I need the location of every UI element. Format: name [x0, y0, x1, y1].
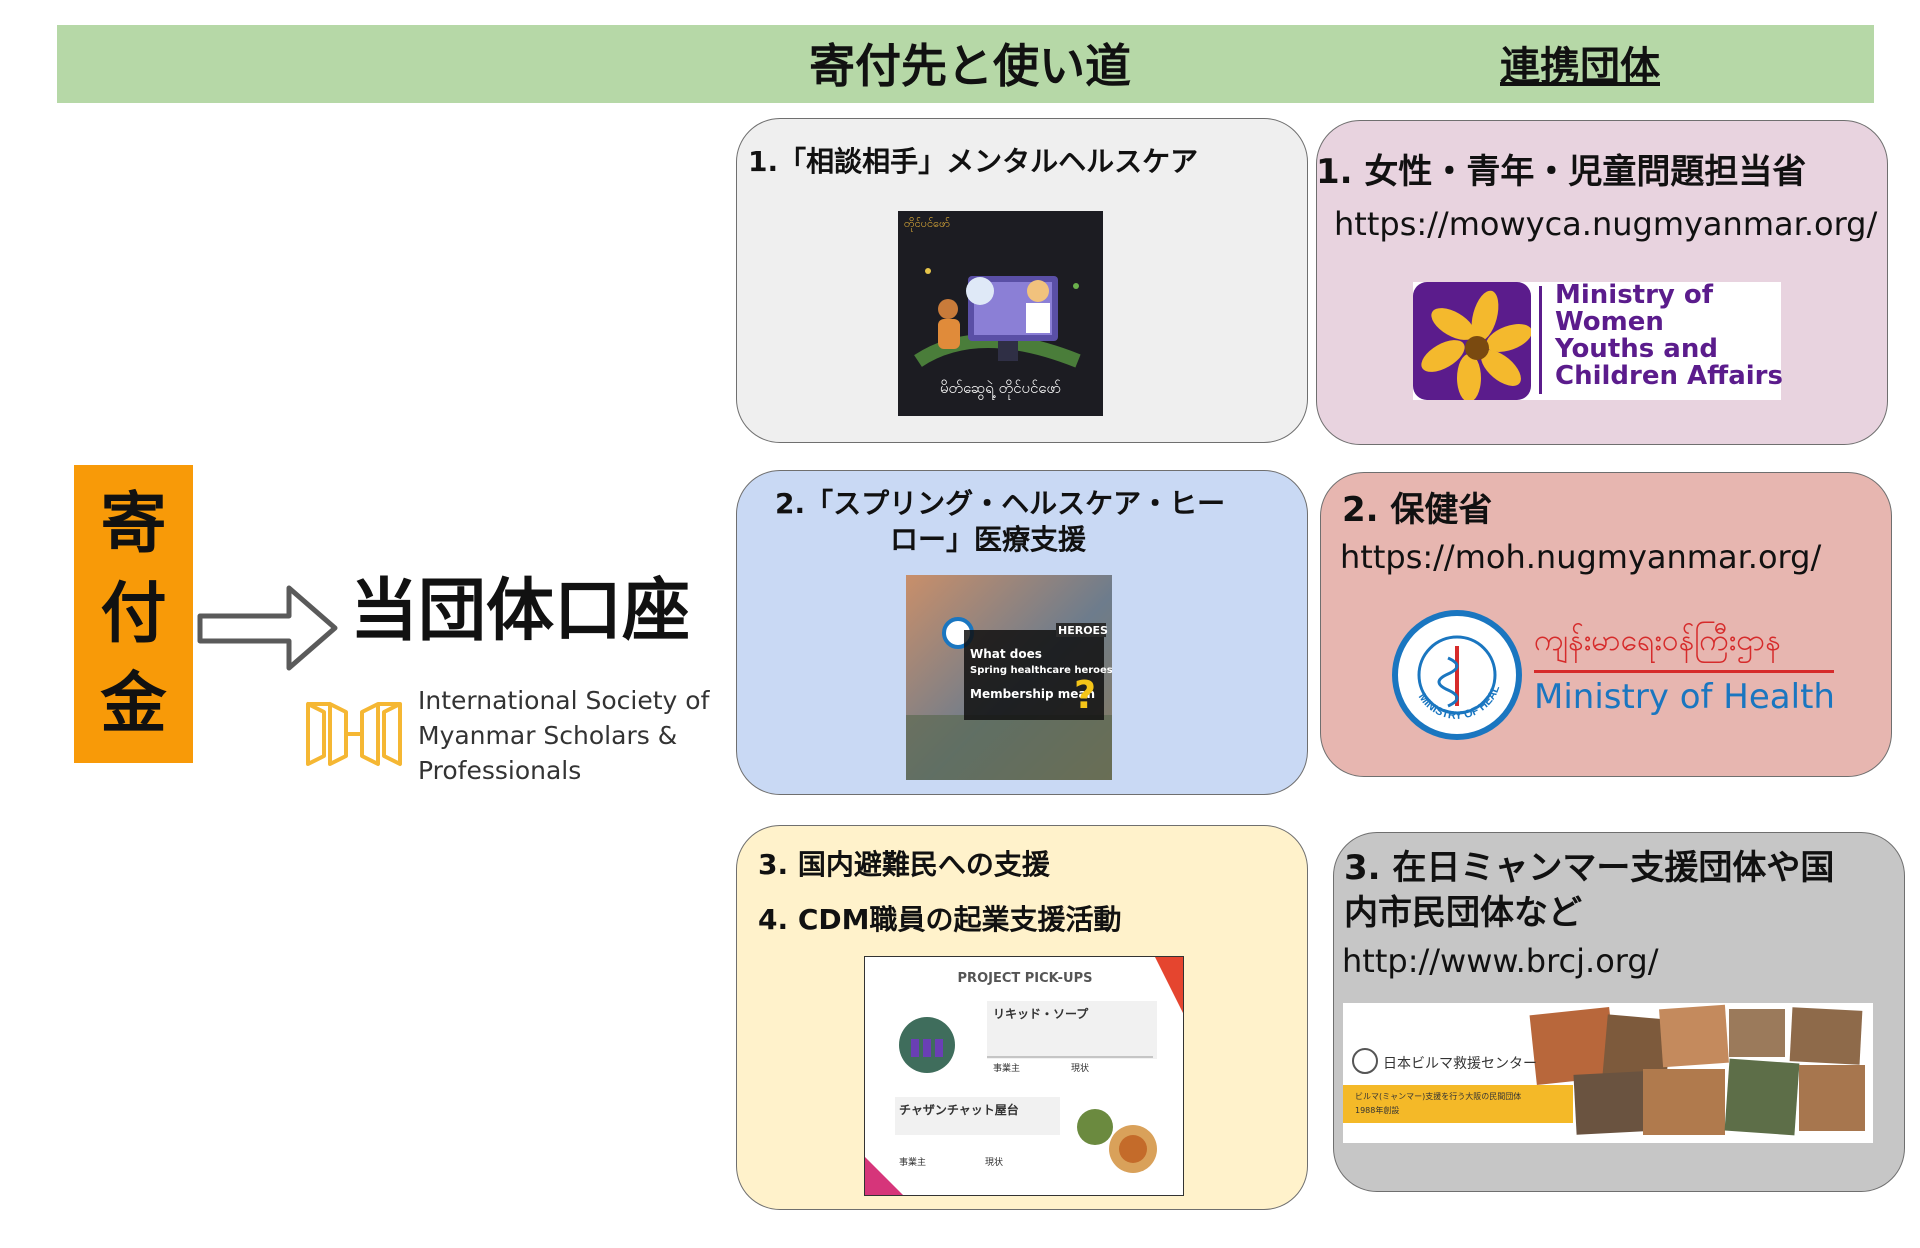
moh-logo-myanmar: ကျန်းမာရေးဝန်ကြီးဌာန [1534, 623, 1781, 658]
donation-box: 寄 付 金 [74, 465, 193, 763]
pickups-column: 現状 [985, 1158, 1004, 1168]
project-pickups-image: PROJECT PICK-UPS リキッド・ソープ 事業主 現状 チャザンチャッ… [864, 956, 1184, 1196]
pickups-heading: PROJECT PICK-UPS [957, 971, 1093, 986]
use-title-line: 3. 国内避難民への支援 [758, 848, 1050, 881]
org-name-line: International Society of [418, 686, 710, 715]
pickups-column: 事業主 [899, 1158, 927, 1168]
partner-title-line: 内市民団体など [1344, 893, 1582, 933]
mowyca-divider [1539, 286, 1542, 394]
partner-title-line: 3. 在日ミャンマー支援団体や国 [1344, 848, 1835, 888]
partner-url[interactable]: http://www.brcj.org/ [1342, 942, 1659, 980]
use-title-line: 4. CDM職員の起業支援活動 [758, 903, 1122, 936]
isomsp-logo-icon [306, 702, 402, 766]
brcj-logo-name: 日本ビルマ救援センター [1383, 1056, 1537, 1072]
header-title: 寄付先と使い道 [809, 39, 1131, 93]
partner-title: 2. 保健省 [1342, 490, 1493, 530]
healthcare-heroes-graphic [906, 617, 1112, 780]
use-title: 1.「相談相手」メンタルヘルスケア [748, 145, 1199, 178]
donation-char: 金 [100, 665, 167, 742]
heroes-line: Spring healthcare heroes-SHH [970, 665, 1112, 676]
brcj-logo-sub: ビルマ(ミャンマー)支援を行う大阪の民間団体 [1355, 1092, 1522, 1101]
mowyca-logo-line: Women [1555, 307, 1664, 337]
org-name-line: Myanmar Scholars & [418, 721, 678, 750]
mowyca-logo-line: Children Affairs [1555, 361, 1783, 391]
heroes-line: Membership mean [970, 687, 1096, 701]
partners-heading: 連携団体 [1500, 44, 1660, 90]
donation-char: 付 [100, 575, 167, 652]
donation-char: 寄 [100, 485, 167, 562]
healthcare-heroes-image: HEROES What does Spring healthcare heroe… [906, 575, 1112, 780]
right-arrow-icon [197, 585, 338, 671]
heroes-label: HEROES [1058, 624, 1108, 637]
mowyca-flower-icon [1413, 282, 1531, 400]
mental-health-image: တိုင်ပင်ဖော် မိတ်ဆွေရဲ့ တိုင်ပင်ဖော် [898, 211, 1103, 416]
mowyca-logo-text: Ministry of Women Youths and Children Af… [1555, 280, 1783, 391]
project-pickups-graphic [865, 957, 1183, 1195]
moh-logo-english: Ministry of Health [1534, 677, 1835, 717]
mowyca-logo-line: Ministry of [1555, 280, 1714, 310]
brcj-photo-collage [1343, 1004, 1865, 1136]
partner-box-moh [1320, 472, 1892, 777]
use-title-line: ロー」医療支援 [890, 523, 1087, 556]
partner-url[interactable]: https://moh.nugmyanmar.org/ [1340, 538, 1822, 576]
question-mark-icon: ? [1074, 673, 1097, 717]
partner-title: 1. 女性・青年・児童問題担当省 [1316, 152, 1807, 192]
partner-url[interactable]: https://mowyca.nugmyanmar.org/ [1334, 205, 1878, 243]
org-name: International Society of Myanmar Scholar… [418, 683, 718, 788]
brcj-logo-sub: 1988年創設 [1355, 1106, 1400, 1115]
pickups-column: 現状 [1071, 1064, 1090, 1074]
moh-seal-icon: MINISTRY OF HEALTH [1390, 608, 1522, 740]
mental-health-caption: မိတ်ဆွေရဲ့ တိုင်ပင်ဖော် [939, 379, 1062, 397]
mental-health-illustration [914, 268, 1081, 368]
mowyca-logo-line: Youths and [1555, 334, 1718, 364]
account-title: 当団体口座 [350, 572, 691, 651]
pickups-item: リキッド・ソープ [993, 1007, 1089, 1021]
use-title-line: 2.「スプリング・ヘルスケア・ヒー [775, 487, 1226, 520]
pickups-column: 事業主 [993, 1064, 1021, 1074]
mowyca-logo: Ministry of Women Youths and Children Af… [1413, 280, 1783, 400]
heroes-line: What does [970, 647, 1042, 661]
header-bar [57, 25, 1874, 103]
pickups-item: チャザンチャット屋台 [899, 1103, 1019, 1117]
brcj-banner: 日本ビルマ救援センター ビルマ(ミャンマー)支援を行う大阪の民間団体 1988年… [1343, 1003, 1873, 1143]
mental-health-tag: တိုင်ပင်ဖော် [904, 217, 950, 230]
moh-logo-line [1534, 670, 1834, 673]
org-name-line: Professionals [418, 756, 582, 785]
